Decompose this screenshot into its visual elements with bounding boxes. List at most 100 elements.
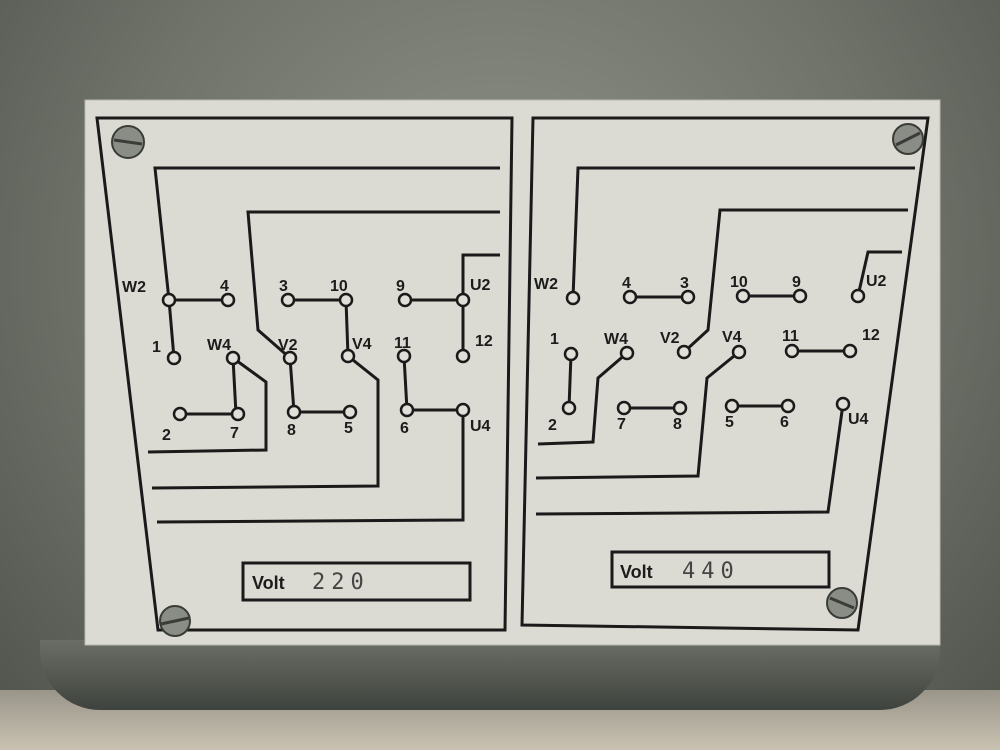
left-terminal-u2 — [455, 292, 471, 308]
left-terminal-w4 — [225, 350, 241, 366]
left-label-11: 11 — [394, 335, 411, 352]
right-label-2: 2 — [548, 417, 557, 434]
right-label-u2: U2 — [866, 273, 887, 290]
right-label-6: 6 — [780, 414, 789, 431]
right-terminal-2 — [561, 400, 577, 416]
left-terminal-5 — [342, 404, 358, 420]
left-terminal-v4 — [340, 348, 356, 364]
screw-bottom-right — [826, 587, 858, 619]
right-terminal-11 — [784, 343, 800, 359]
left-label-9: 9 — [396, 278, 405, 295]
left-wire-w2-1 — [153, 166, 500, 359]
left-terminal-u4 — [455, 402, 471, 418]
left-terminal-10 — [338, 292, 354, 308]
right-label-4: 4 — [622, 275, 631, 292]
right-volt-value: 440 — [682, 559, 740, 584]
right-terminal-v2 — [676, 344, 692, 360]
left-terminal-2 — [172, 406, 188, 422]
left-label-10: 10 — [330, 278, 348, 295]
right-wire-w2 — [571, 166, 915, 299]
left-label-2: 2 — [162, 427, 171, 444]
right-label-v2: V2 — [660, 330, 680, 347]
left-label-u2: U2 — [470, 277, 491, 294]
right-link-1-2 — [567, 353, 573, 409]
right-terminal-9 — [792, 288, 808, 304]
right-label-8: 8 — [673, 416, 682, 433]
right-wire-u2 — [856, 250, 902, 297]
right-label-5: 5 — [725, 414, 734, 431]
left-label-5: 5 — [344, 420, 353, 437]
left-label-v2: V2 — [278, 337, 298, 354]
right-terminal-w4 — [619, 345, 635, 361]
right-terminal-5 — [724, 398, 740, 414]
right-label-v4: V4 — [722, 329, 742, 346]
housing-bottom-edge — [40, 640, 940, 710]
left-label-7: 7 — [230, 425, 239, 442]
right-panel: W2 4 3 10 9 U2 1 W4 V2 V4 11 12 2 7 8 5 … — [534, 166, 915, 589]
left-wire-v4 — [151, 299, 380, 490]
left-label-1: 1 — [152, 339, 161, 356]
screw-top-right — [892, 123, 924, 155]
right-label-11: 11 — [782, 328, 799, 345]
left-label-6: 6 — [400, 420, 409, 437]
left-wire-w4 — [147, 356, 268, 454]
left-volt-label: Volt — [252, 573, 285, 593]
left-label-8: 8 — [287, 422, 296, 439]
right-terminal-u4 — [835, 396, 851, 412]
left-wire-u2-12 — [461, 253, 500, 356]
left-terminal-v2 — [282, 350, 298, 366]
right-wire-v2 — [682, 208, 908, 354]
right-label-u4: U4 — [848, 411, 869, 428]
right-label-9: 9 — [792, 274, 801, 291]
right-terminal-v4 — [731, 344, 747, 360]
right-label-w2: W2 — [534, 276, 558, 293]
left-terminal-9 — [397, 292, 413, 308]
left-link-w4-7 — [231, 357, 238, 415]
screw-top-left — [111, 125, 145, 159]
right-terminal-6 — [780, 398, 796, 414]
right-terminal-1 — [563, 346, 579, 362]
left-label-4: 4 — [220, 278, 229, 295]
left-terminal-12 — [455, 348, 471, 364]
left-wire-v2-8-5 — [246, 210, 500, 414]
right-terminal-w2 — [565, 290, 581, 306]
right-label-12: 12 — [862, 327, 880, 344]
left-terminal-8 — [286, 404, 302, 420]
right-terminal-3 — [680, 289, 696, 305]
left-panel: W2 4 3 10 9 U2 1 W4 V2 V4 11 12 2 7 8 5 … — [122, 166, 500, 602]
left-volt-box — [241, 561, 472, 602]
left-terminal-11 — [396, 348, 412, 364]
screw-bottom-left — [159, 605, 191, 637]
right-volt-box — [610, 550, 831, 589]
right-panel-border — [520, 116, 930, 632]
left-label-u4: U4 — [470, 418, 491, 435]
right-volt-label: Volt — [620, 562, 653, 582]
left-panel-border — [95, 116, 514, 632]
left-label-w2: W2 — [122, 279, 146, 296]
left-label-v4: V4 — [352, 336, 372, 353]
right-terminal-4 — [622, 289, 638, 305]
right-wire-u4 — [535, 403, 845, 516]
left-label-w4: W4 — [207, 337, 231, 354]
left-label-12: 12 — [475, 333, 493, 350]
left-terminal-3 — [280, 292, 296, 308]
right-label-1: 1 — [550, 331, 559, 348]
right-wire-w4 — [537, 351, 628, 446]
left-label-3: 3 — [279, 278, 288, 295]
left-terminal-w2 — [161, 292, 177, 308]
left-terminal-7 — [230, 406, 246, 422]
right-label-10: 10 — [730, 274, 748, 291]
right-label-3: 3 — [680, 275, 689, 292]
left-terminal-4 — [220, 292, 236, 308]
left-volt-value: 220 — [312, 570, 370, 595]
right-terminal-12 — [842, 343, 858, 359]
left-terminal-6 — [399, 402, 415, 418]
right-terminal-8 — [672, 400, 688, 416]
right-terminal-u2 — [850, 288, 866, 304]
right-label-7: 7 — [617, 416, 626, 433]
right-terminal-7 — [616, 400, 632, 416]
right-terminal-10 — [735, 288, 751, 304]
left-terminal-1 — [166, 350, 182, 366]
